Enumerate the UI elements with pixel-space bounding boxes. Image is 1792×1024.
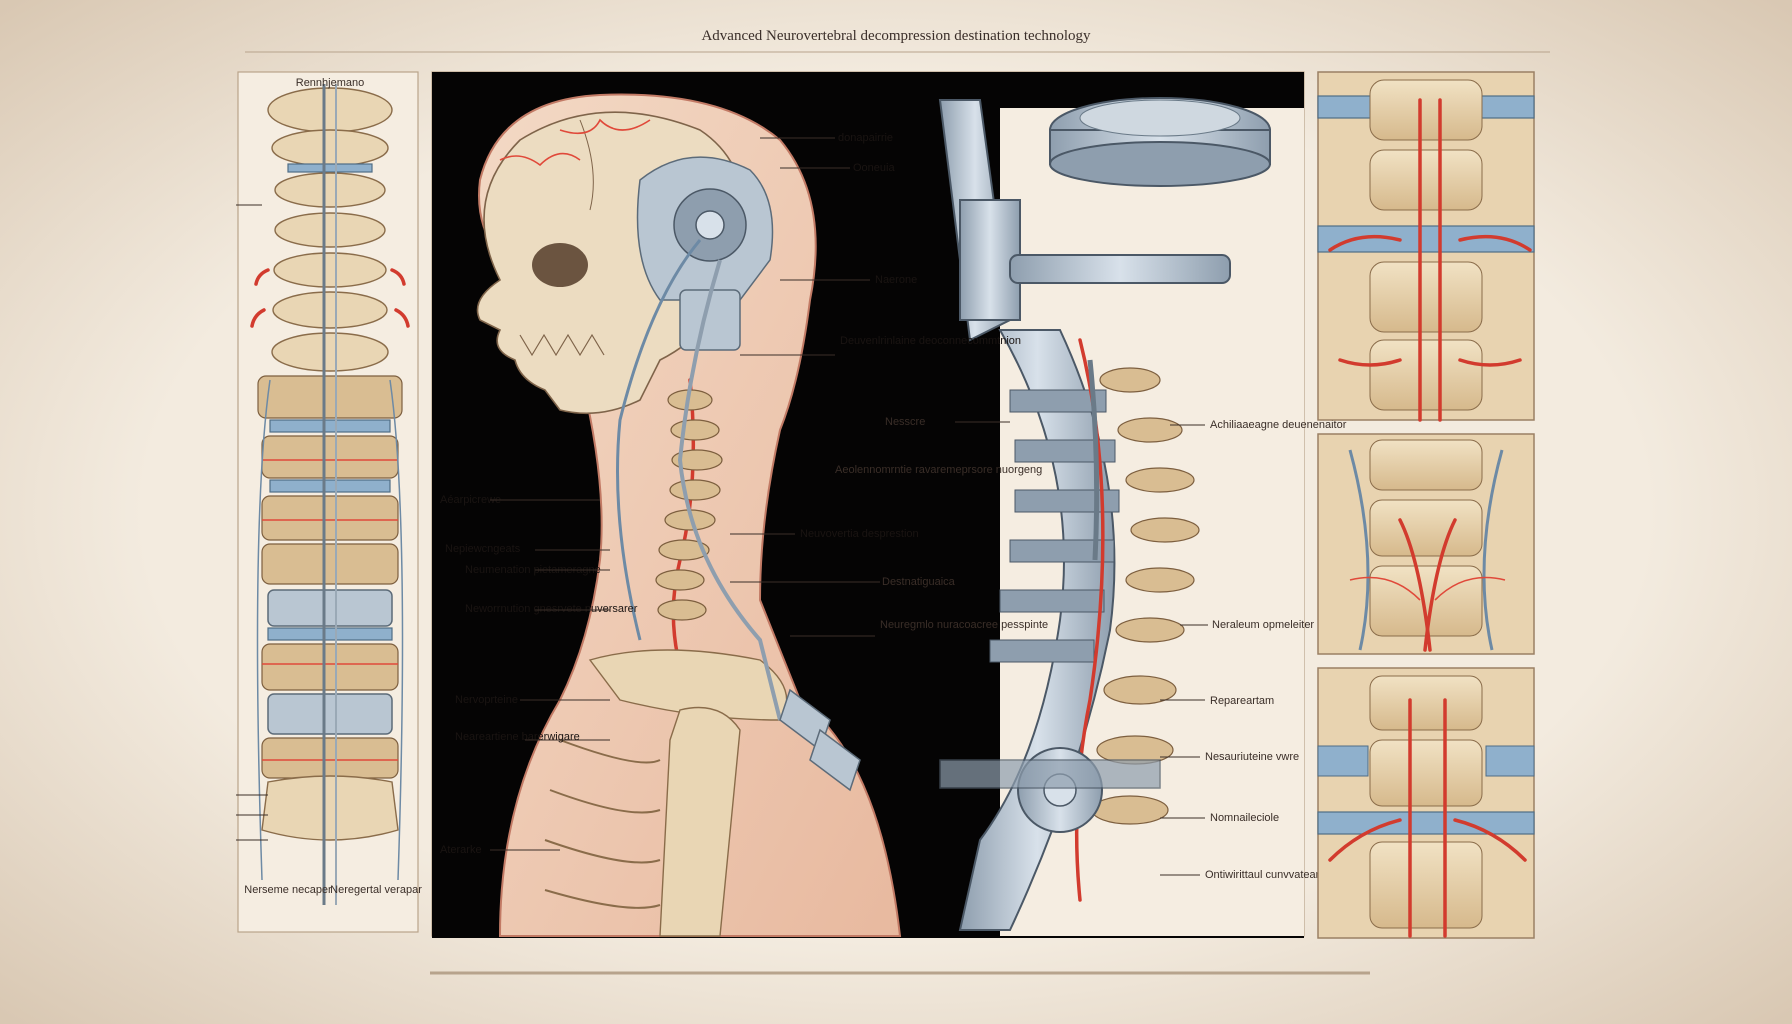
- traction-device-icon: [938, 97, 1271, 931]
- device-label-5: Nomnaileciole: [1210, 812, 1279, 824]
- device-label-4: Nesauriuteine vwre: [1205, 751, 1299, 763]
- closeup-panel-1: [1317, 71, 1535, 422]
- center-left-label-7: Aterarke: [440, 844, 482, 856]
- center-right-label-1: donapairrie: [838, 132, 893, 144]
- center-left-label-4: Neworrnution gnesrvete nuversarer: [465, 603, 638, 615]
- left-panel-bottom-label-1: Nerseme necaper: [244, 884, 332, 896]
- left-panel-top-label: Rennhjemano: [296, 77, 365, 89]
- shoulder-bones: [544, 649, 788, 937]
- center-right-label-2: Ooneuia: [853, 162, 895, 174]
- center-right-label-3: Naerone: [875, 274, 917, 286]
- center-labels-right: donapairrie Ooneuia Naerone Deuvenlrinla…: [730, 132, 1048, 637]
- center-left-label-3: Neumenation pietameragne: [465, 564, 601, 576]
- device-labels: Achiliaaeagne deuenenaitor Neraleum opme…: [1160, 419, 1347, 881]
- closeup-panel-2: [1317, 433, 1535, 655]
- page-title: Advanced Neurovertebral decompression de…: [701, 28, 1091, 44]
- vertebra-closeup-icon: [1317, 71, 1535, 939]
- center-right-label-4: Deuvenlrinlaine deoconnecommtnion: [840, 335, 1021, 347]
- center-left-label-1: Aéarpicrewe: [440, 494, 501, 506]
- center-labels-left: Aéarpicrewe Nepiewcngeats Neumenation pi…: [440, 494, 638, 856]
- center-right-label-7: Aeolennomrntie ravaremeprsore nuorgeng: [835, 464, 1042, 476]
- head-traction-device: [616, 156, 861, 792]
- device-label-6: Ontiwirittaul cunvvateanalle: [1205, 869, 1339, 881]
- center-right-label-6: Nesscre: [885, 416, 925, 428]
- closeup-panel-3: [1317, 667, 1535, 939]
- spine-icon: [250, 84, 410, 905]
- device-label-3: Repareartam: [1210, 695, 1274, 707]
- device-label-1: Achiliaaeagne deuenenaitor: [1210, 419, 1347, 431]
- left-panel-bottom-label-2: Neregertal verapar: [330, 884, 422, 896]
- center-left-label-6: Neareartiene barerwigare: [455, 731, 580, 743]
- center-panel: Aéarpicrewe Nepiewcngeats Neumenation pi…: [431, 71, 1347, 938]
- center-left-label-2: Nepiewcngeats: [445, 543, 521, 555]
- left-spine-panel: Rennhjemano Nerseme necaper Neregertal v…: [236, 71, 422, 933]
- device-label-2: Neraleum opmeleiter: [1212, 619, 1314, 631]
- center-right-label-5: Neuvovertia desprestion: [800, 528, 919, 540]
- center-right-label-9: Neuregmlo nuracoacree pesspinte: [880, 619, 1048, 631]
- human-figure: [476, 93, 902, 937]
- center-left-label-5: Nervoprteine: [455, 694, 518, 706]
- center-right-label-8: Destnatiguaica: [882, 576, 956, 588]
